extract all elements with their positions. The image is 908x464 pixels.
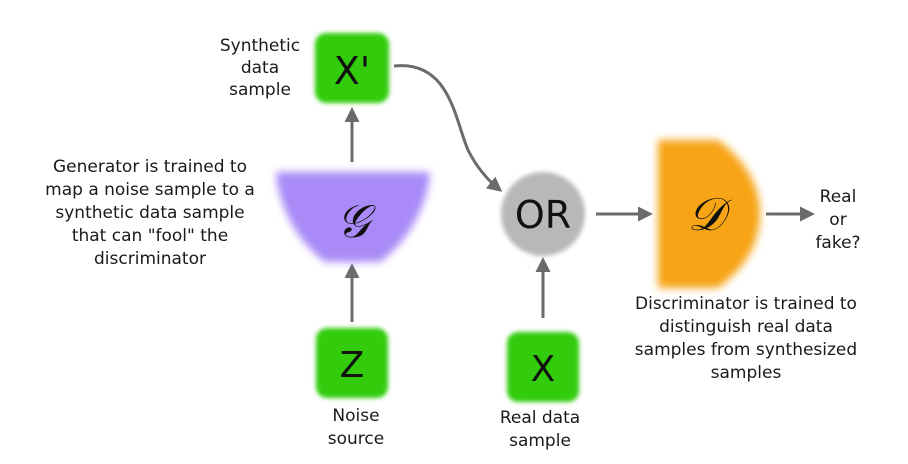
arrow-synthetic-to-or xyxy=(393,64,503,192)
synthetic-sample-node: X' xyxy=(315,33,389,103)
generator-caption-line: map a noise sample to a xyxy=(45,180,255,200)
noise-caption: Noise source xyxy=(328,406,384,449)
synthetic-sample-box xyxy=(315,33,389,103)
discriminator-shape xyxy=(658,140,760,288)
synthetic-caption-line: data xyxy=(241,58,279,78)
discriminator-caption-line: Discriminator is trained to xyxy=(635,294,857,314)
noise-node: Z xyxy=(316,328,388,398)
output-caption-line: or xyxy=(829,210,846,230)
real-caption-line: sample xyxy=(509,431,571,451)
generator-caption-line: synthetic data sample xyxy=(55,203,244,223)
generator-caption-line: Generator is trained to xyxy=(53,157,247,177)
real-sample-node: X xyxy=(507,332,579,402)
noise-caption-line: Noise xyxy=(332,406,379,426)
or-circle xyxy=(501,172,585,256)
synthetic-caption-line: Synthetic xyxy=(220,36,300,56)
discriminator-caption: Discriminator is trained to distinguish … xyxy=(635,294,857,383)
real-sample-symbol: X xyxy=(531,349,556,390)
generator-shape xyxy=(276,172,430,262)
generator-node: 𝒢 xyxy=(276,172,430,262)
generator-caption: Generator is trained to map a noise samp… xyxy=(45,157,255,269)
output-caption-line: Real xyxy=(820,187,857,207)
generator-caption-line: discriminator xyxy=(94,249,206,269)
discriminator-caption-line: samples xyxy=(711,363,782,383)
noise-caption-line: source xyxy=(328,429,384,449)
or-symbol: OR xyxy=(515,193,571,237)
discriminator-caption-line: distinguish real data xyxy=(659,317,833,337)
discriminator-node: 𝒟 xyxy=(658,140,760,288)
synthetic-caption-line: sample xyxy=(229,80,291,100)
real-caption-line: Real data xyxy=(500,408,580,428)
generator-caption-line: that can "fool" the xyxy=(72,226,228,246)
noise-symbol: Z xyxy=(340,345,365,386)
synthetic-sample-symbol: X' xyxy=(334,49,370,93)
synthetic-sample-caption: Synthetic data sample xyxy=(220,36,300,100)
real-sample-caption: Real data sample xyxy=(500,408,580,451)
real-sample-box xyxy=(507,332,579,402)
discriminator-caption-line: samples from synthesized xyxy=(635,340,857,360)
or-node: OR xyxy=(501,172,585,256)
output-caption-line: fake? xyxy=(815,233,860,253)
output-caption: Real or fake? xyxy=(815,187,860,253)
noise-box xyxy=(316,328,388,398)
